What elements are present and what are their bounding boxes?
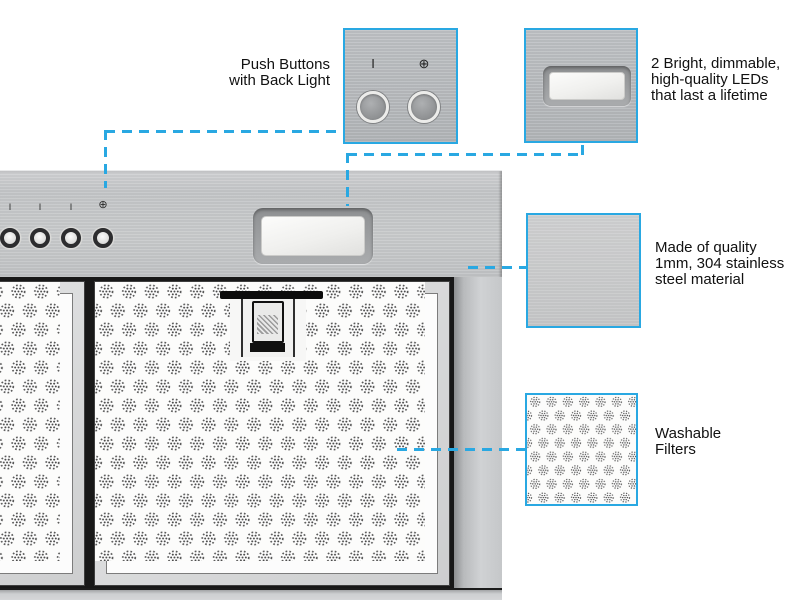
connector-push-buttons-h xyxy=(105,130,343,133)
leds-label: 2 Bright, dimmable, high-quality LEDs th… xyxy=(651,56,799,104)
push-buttons-detail-box: I ⊕ xyxy=(343,28,458,144)
push-button xyxy=(61,228,81,248)
push-button xyxy=(93,228,113,248)
push-button xyxy=(30,228,50,248)
push-button xyxy=(357,91,389,123)
latch-slider xyxy=(252,301,284,343)
connector-led-h xyxy=(347,153,584,156)
led-lens xyxy=(549,72,625,100)
light-symbol: ⊕ xyxy=(98,199,108,211)
light-symbol: ⊕ xyxy=(418,56,430,71)
filter-latch xyxy=(241,299,295,357)
push-button xyxy=(0,228,20,248)
fan-speed-symbol: I xyxy=(69,202,73,212)
washable-filter-sample-box xyxy=(525,393,638,506)
latch-clip xyxy=(250,343,285,352)
label-line: Push Buttons xyxy=(240,56,330,73)
hood-front-panel: I I I ⊕ xyxy=(0,170,502,278)
label-line: that last a lifetime xyxy=(651,87,768,104)
connector-led-v xyxy=(346,153,349,206)
hood-right-rim xyxy=(454,277,502,588)
latch-grip-texture xyxy=(257,315,278,334)
label-line: Filters xyxy=(655,441,696,458)
label-line: high-quality LEDs xyxy=(651,71,769,88)
push-buttons-label: Push Buttons with Back Light xyxy=(140,57,330,89)
label-line: 1mm, 304 stainless xyxy=(655,255,785,272)
led-lamp xyxy=(543,66,631,106)
washable-filters-label: Washable Filters xyxy=(655,426,775,458)
push-button xyxy=(408,91,440,123)
filter-panel-left xyxy=(0,281,85,586)
stainless-steel-sample-box xyxy=(526,213,641,328)
fan-speed-symbol: I xyxy=(8,202,12,212)
label-line: Made of quality xyxy=(655,239,757,256)
range-hood-image: I I I ⊕ xyxy=(0,170,502,600)
hood-bottom-rim xyxy=(0,588,502,600)
led-lens xyxy=(261,216,365,256)
fan-speed-symbol: I xyxy=(38,202,42,212)
label-line: 2 Bright, dimmable, xyxy=(651,55,781,72)
label-line: Washable xyxy=(655,425,722,442)
latch-bar xyxy=(220,291,323,299)
led-lamp xyxy=(253,208,373,264)
label-line: with Back Light xyxy=(229,72,330,89)
connector-push-buttons-v xyxy=(104,130,107,188)
connector-led-stub xyxy=(581,145,584,155)
label-line: steel material xyxy=(655,271,745,288)
power-symbol: I xyxy=(371,56,375,71)
connector-filter-h xyxy=(397,448,525,451)
stainless-steel-label: Made of quality 1mm, 304 stainless steel… xyxy=(655,240,800,288)
led-detail-box xyxy=(524,28,638,143)
filter-recess xyxy=(0,277,454,588)
filter-mesh xyxy=(0,282,73,574)
connector-steel-h xyxy=(468,266,526,269)
